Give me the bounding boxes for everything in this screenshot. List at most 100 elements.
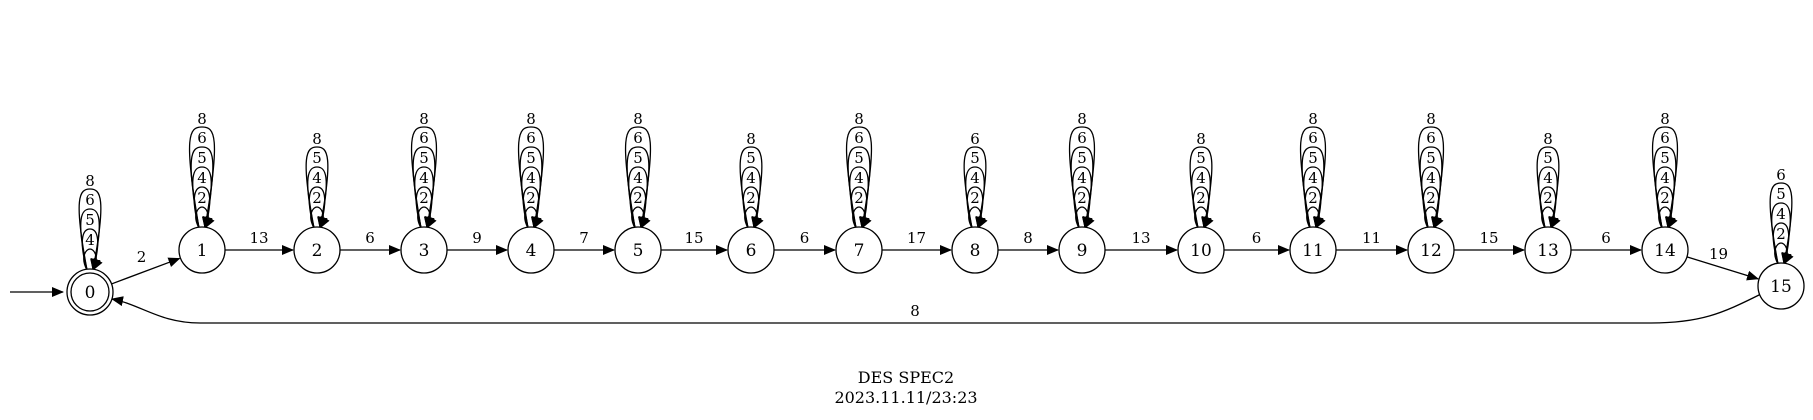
self-loop-label-9-2: 2 — [1077, 189, 1087, 207]
self-loop-label-6-5: 5 — [746, 149, 756, 167]
state-7: 7 — [835, 226, 883, 274]
self-loop-label-9-5: 5 — [1077, 149, 1087, 167]
state-label-8: 8 — [970, 241, 981, 261]
self-loop-label-2-2: 2 — [312, 189, 322, 207]
self-loop-label-4-2: 2 — [526, 189, 536, 207]
state-label-3: 3 — [419, 241, 430, 261]
self-loop-label-3-2: 2 — [419, 189, 429, 207]
state-circle-10 — [1177, 226, 1225, 274]
self-loop-label-5-5: 5 — [633, 149, 643, 167]
self-loop-label-1-4: 4 — [197, 169, 207, 187]
self-loop-label-11-2: 2 — [1308, 189, 1318, 207]
state-3: 3 — [400, 226, 448, 274]
state-label-9: 9 — [1077, 241, 1088, 261]
state-circle-9 — [1058, 226, 1106, 274]
self-loop-label-6-2: 2 — [746, 189, 756, 207]
transition-label-0-to-1: 2 — [137, 248, 147, 266]
state-circle-15 — [1757, 262, 1805, 310]
state-label-7: 7 — [854, 241, 865, 261]
self-loop-label-5-4: 4 — [633, 169, 643, 187]
state-4: 4 — [507, 226, 555, 274]
self-loop-label-13-4: 4 — [1543, 169, 1553, 187]
state-11: 11 — [1289, 226, 1337, 274]
self-loop-label-8-5: 5 — [970, 149, 980, 167]
transition-label-15-to-0: 8 — [910, 302, 920, 320]
self-loop-label-6-4: 4 — [746, 169, 756, 187]
self-loop-label-10-5: 5 — [1196, 149, 1206, 167]
state-circle-11 — [1289, 226, 1337, 274]
self-loop-label-0-8: 8 — [85, 172, 95, 190]
self-loop-label-7-5: 5 — [854, 149, 864, 167]
state-circle-5 — [614, 226, 662, 274]
self-loop-label-12-8: 8 — [1426, 110, 1436, 128]
self-loop-label-4-5: 5 — [526, 149, 536, 167]
self-loop-4-8 — [517, 126, 545, 229]
diagram-caption-line2: 2023.11.11/23:23 — [834, 388, 977, 407]
self-loop-label-4-4: 4 — [526, 169, 536, 187]
transition-label-6-to-7: 6 — [800, 229, 810, 247]
transition-label-7-to-8: 17 — [907, 229, 926, 247]
self-loop-label-5-8: 8 — [633, 110, 643, 128]
self-loop-label-7-8: 8 — [854, 110, 864, 128]
state-label-10: 10 — [1190, 241, 1212, 261]
state-9: 9 — [1058, 226, 1106, 274]
self-loop-label-12-6: 6 — [1426, 129, 1436, 147]
self-loop-label-0-5: 5 — [85, 211, 95, 229]
self-loop-label-3-5: 5 — [419, 149, 429, 167]
self-loop-label-10-8: 8 — [1196, 130, 1206, 148]
transition-label-1-to-2: 13 — [249, 229, 268, 247]
state-circle-8 — [951, 226, 999, 274]
self-loop-13-8 — [1536, 146, 1560, 229]
transition-14-to-15 — [1686, 256, 1760, 281]
state-1: 1 — [178, 226, 226, 274]
transition-0-to-1 — [111, 257, 181, 285]
state-8: 8 — [951, 226, 999, 274]
state-0: 0 — [66, 268, 114, 316]
self-loop-label-12-2: 2 — [1426, 189, 1436, 207]
transition-label-3-to-4: 9 — [472, 229, 482, 247]
state-label-4: 4 — [526, 241, 537, 261]
transition-label-2-to-3: 6 — [365, 229, 375, 247]
self-loop-label-0-6: 6 — [85, 191, 95, 209]
state-circle-1 — [178, 226, 226, 274]
state-label-5: 5 — [633, 241, 644, 261]
transition-label-10-to-11: 6 — [1252, 229, 1262, 247]
self-loop-label-11-6: 6 — [1308, 129, 1318, 147]
self-loop-2-8 — [305, 146, 329, 229]
self-loop-label-4-8: 8 — [526, 110, 536, 128]
transition-label-9-to-10: 13 — [1131, 229, 1150, 247]
self-loop-label-10-2: 2 — [1196, 189, 1206, 207]
state-circle-2 — [293, 226, 341, 274]
self-loop-label-12-5: 5 — [1426, 149, 1436, 167]
self-loop-label-14-6: 6 — [1660, 129, 1670, 147]
self-loop-6-8 — [739, 146, 763, 229]
state-circle-12 — [1407, 226, 1455, 274]
self-loop-8-6 — [963, 146, 987, 229]
self-loop-label-7-4: 4 — [854, 169, 864, 187]
state-label-1: 1 — [197, 241, 208, 261]
self-loop-7-8 — [845, 126, 873, 229]
self-loop-label-11-8: 8 — [1308, 110, 1318, 128]
self-loop-label-14-4: 4 — [1660, 169, 1670, 187]
state-2: 2 — [293, 226, 341, 274]
transition-label-5-to-6: 15 — [684, 229, 703, 247]
state-13: 13 — [1524, 226, 1572, 274]
state-circle-4 — [507, 226, 555, 274]
self-loop-14-8 — [1651, 126, 1679, 229]
state-15: 15 — [1757, 262, 1805, 310]
transition-label-8-to-9: 8 — [1023, 229, 1033, 247]
self-loop-10-8 — [1189, 146, 1213, 229]
state-circle-13 — [1524, 226, 1572, 274]
self-loop-label-15-4: 4 — [1776, 205, 1786, 223]
state-label-13: 13 — [1537, 241, 1559, 261]
self-loop-label-2-4: 4 — [312, 169, 322, 187]
state-circle-7 — [835, 226, 883, 274]
state-14: 14 — [1641, 226, 1689, 274]
self-loop-1-8 — [188, 126, 216, 229]
self-loop-label-1-8: 8 — [197, 110, 207, 128]
self-loop-label-14-8: 8 — [1660, 110, 1670, 128]
state-label-0: 0 — [85, 283, 96, 303]
transition-label-14-to-15: 19 — [1709, 245, 1728, 263]
state-label-6: 6 — [746, 241, 757, 261]
self-loop-label-7-6: 6 — [854, 129, 864, 147]
